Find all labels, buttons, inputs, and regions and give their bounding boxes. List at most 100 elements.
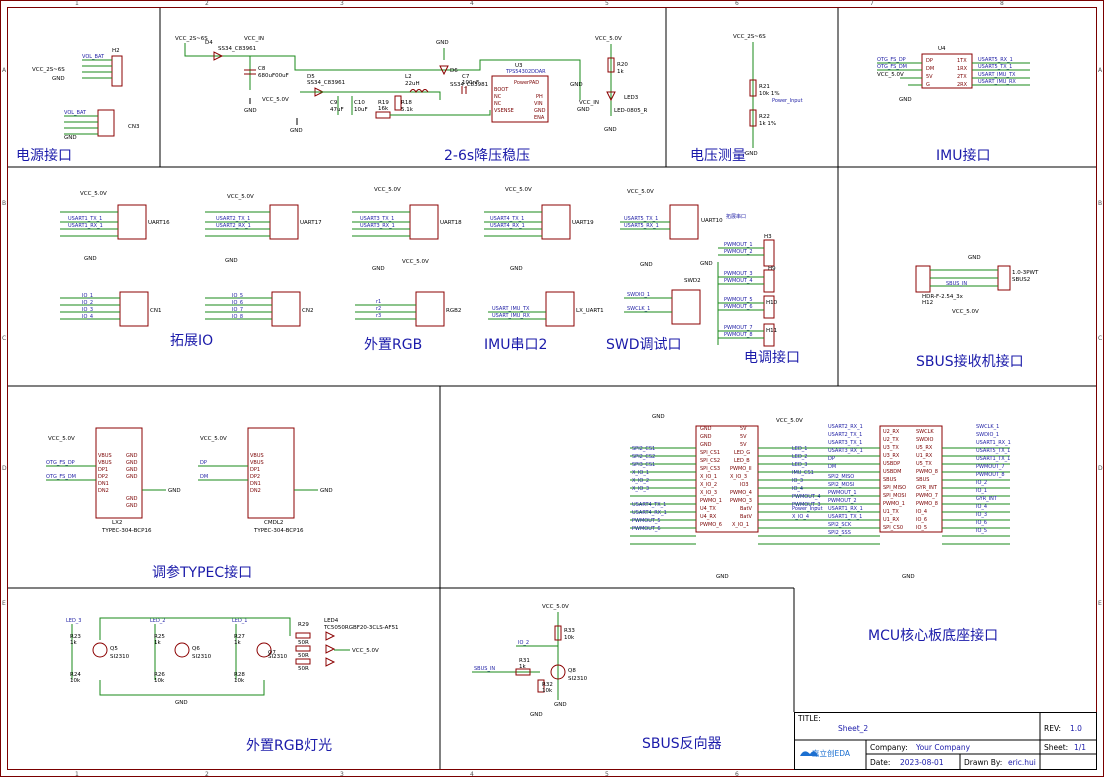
- c10-value: 10uF: [354, 107, 368, 113]
- vol-bat-net: VOL_BAT: [64, 110, 87, 116]
- cn1-ref: CN1: [150, 308, 161, 314]
- schematic-text: SI2310: [110, 654, 130, 660]
- schematic-text: SPI_MOSI: [883, 493, 906, 499]
- schematic-text: 50R: [298, 640, 309, 646]
- section-title-esc: 电调接口: [744, 349, 800, 366]
- gnd-label: GND: [52, 76, 65, 82]
- schematic-text: GYR_INT: [976, 496, 998, 502]
- uart19-ref: UART19: [572, 220, 594, 226]
- uart16-ref: UART16: [148, 220, 170, 226]
- ruler-col: 5: [605, 0, 609, 7]
- schematic-text: SWCLK: [916, 429, 934, 435]
- schematic-text: VBUS: [98, 460, 112, 466]
- sbus2-part: 1.0-3PWT: [1012, 270, 1039, 276]
- schematic-text: DM: [828, 464, 836, 470]
- vcc-5v-label: VCC_5.0V: [402, 259, 429, 265]
- uart19-net: USART4_RX_1: [490, 223, 525, 229]
- cn1-net: IO_1: [82, 293, 93, 299]
- schematic-text: SI2310: [568, 676, 588, 682]
- gnd-label: GND: [577, 107, 590, 113]
- lx-uart1-ref: LX_UART1: [576, 308, 604, 314]
- h3-ref: H3: [764, 234, 772, 240]
- schematic-text: R29: [298, 622, 309, 628]
- led3-ref: LED3: [624, 95, 639, 101]
- schematic-text: LED_1: [792, 446, 807, 452]
- l2-inductor: [409, 89, 429, 93]
- led3-led: [606, 91, 616, 102]
- section-title-voltage: 电压测量: [690, 148, 746, 164]
- schematic-text: X_IO_4: [792, 514, 809, 520]
- swd2-net: SWCLK_1: [627, 306, 650, 312]
- gnd-label: GND: [244, 108, 257, 114]
- r22-value: 1k 1%: [759, 121, 776, 127]
- sbus-in-net: SBUS_IN: [946, 281, 967, 287]
- voltage-measure-block: VCC_2S~6S R21 10k 1% Power_Input R22 1k …: [733, 34, 803, 157]
- schematic-text: PWMO_1: [883, 501, 905, 507]
- schematic-text: PWMO_1: [700, 498, 722, 504]
- h3-header: [763, 239, 775, 267]
- schematic-text: PWMOUT_3: [792, 502, 821, 508]
- u3-pin: PowerPAD: [514, 80, 539, 86]
- schematic-text: 1k: [234, 640, 241, 646]
- schematic-text: SPI_CS0: [883, 525, 903, 531]
- schematic-shape: [99, 680, 265, 696]
- u4-net: OTG_FS_DM: [877, 64, 907, 70]
- schematic-text: IO_1: [976, 488, 987, 494]
- schematic-text: 5V: [740, 434, 747, 440]
- schematic-text: DN2: [250, 488, 261, 494]
- ruler-row: B: [1098, 200, 1102, 207]
- company-label: Company:: [870, 743, 908, 752]
- vcc-5v-label: VCC_5.0V: [48, 436, 75, 442]
- gnd-label: GND: [64, 135, 77, 141]
- esc-net: PWMOUT_7: [724, 325, 753, 331]
- schematic-text: IMU_CS1: [792, 470, 814, 476]
- schematic-text: USART1_TX_1: [828, 514, 862, 520]
- typec-net: DM: [200, 474, 208, 480]
- schematic-text: DP1: [98, 467, 108, 473]
- schematic-text: GND: [126, 496, 138, 502]
- swd2-ref: SWD2: [684, 278, 701, 284]
- schematic-text: R24: [70, 672, 81, 678]
- ruler-row: A: [2, 67, 7, 74]
- uart16-net: USART1_RX_1: [68, 223, 103, 229]
- ruler-col: 8: [1000, 0, 1004, 7]
- ruler-col: 4: [470, 0, 474, 7]
- schematic-text: LED_2: [150, 618, 165, 624]
- u3-part: TPS54302DDAR: [505, 69, 546, 75]
- section-title-swd: SWD调试口: [606, 337, 682, 353]
- drawn-value: eric.hui: [1008, 758, 1036, 767]
- schematic-text: SWCLK_1: [976, 424, 999, 430]
- ruler-row: C: [2, 335, 6, 342]
- section-title-imu: IMU接口: [936, 147, 990, 164]
- schematic-text: SPI2_MISO: [828, 474, 854, 480]
- gnd-label: GND: [175, 700, 188, 706]
- schematic-text: IO_5: [916, 525, 927, 531]
- rgb2-net: r3: [376, 313, 381, 319]
- schematic-text: R31: [519, 658, 530, 664]
- cn2-net: IO_8: [232, 314, 243, 320]
- q8-mosfet: [550, 664, 566, 680]
- schematic-text: GND: [700, 434, 712, 440]
- schematic-text: GND: [126, 460, 138, 466]
- uart16-net: USART1_TX_1: [68, 216, 102, 222]
- esc-net: PWMOUT_3: [724, 271, 753, 277]
- schematic-shape: [630, 447, 1010, 545]
- r21-value: 10k 1%: [759, 91, 780, 97]
- ruler-col: 2: [205, 771, 209, 777]
- uart10-note: 拓展串口: [726, 213, 746, 220]
- u4-pin: DP: [926, 58, 933, 64]
- title-block: TITLE: Sheet_2 REV: 1.0 嘉立创EDA Company: …: [794, 712, 1097, 770]
- schematic-text: X_IO_3: [700, 490, 717, 496]
- vcc-5v-label: VCC_5.0V: [627, 189, 654, 195]
- schematic-shape: [390, 110, 491, 116]
- uart17-ref: UART17: [300, 220, 322, 226]
- d6-diode: [439, 65, 449, 76]
- schematic-text: VBUS: [250, 453, 264, 459]
- schematic-text: PWMO_6: [700, 522, 722, 528]
- swd2-net: SWDIO_1: [627, 292, 650, 298]
- power-input-net: Power_Input: [772, 98, 803, 104]
- vcc-2s6s-label: VCC_2S~6S: [175, 36, 208, 42]
- ruler-row: E: [1098, 600, 1102, 607]
- schematic-text: PWMO_7: [916, 493, 938, 499]
